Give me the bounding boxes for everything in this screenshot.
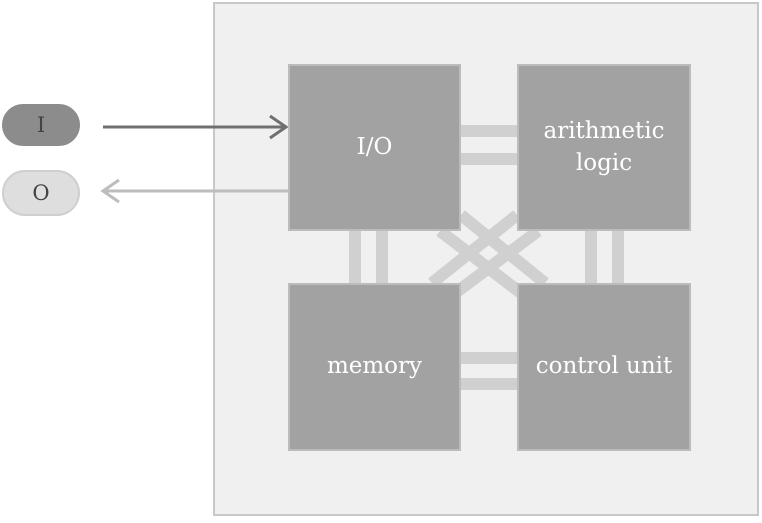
output-port: O [2,170,80,216]
io-label: I/O [356,133,393,160]
alu-label: arithmetic logic [543,118,665,176]
bus-io-cu-2 [457,210,549,288]
output-port-label: O [32,181,50,205]
memory-block: memory [288,283,461,451]
bus-alu-mem-1 [442,226,542,305]
input-arrow-head [269,114,289,140]
control-unit-label: control unit [535,353,673,380]
output-arrow-head [100,178,120,204]
control-unit-block: control unit [517,283,691,451]
arithmetic-logic-block: arithmetic logic [517,64,691,231]
memory-label: memory [326,353,423,380]
input-port-label: I [36,113,46,137]
input-port: I [2,104,80,146]
io-block: I/O [288,64,461,231]
bus-alu-mem-2 [428,210,521,288]
